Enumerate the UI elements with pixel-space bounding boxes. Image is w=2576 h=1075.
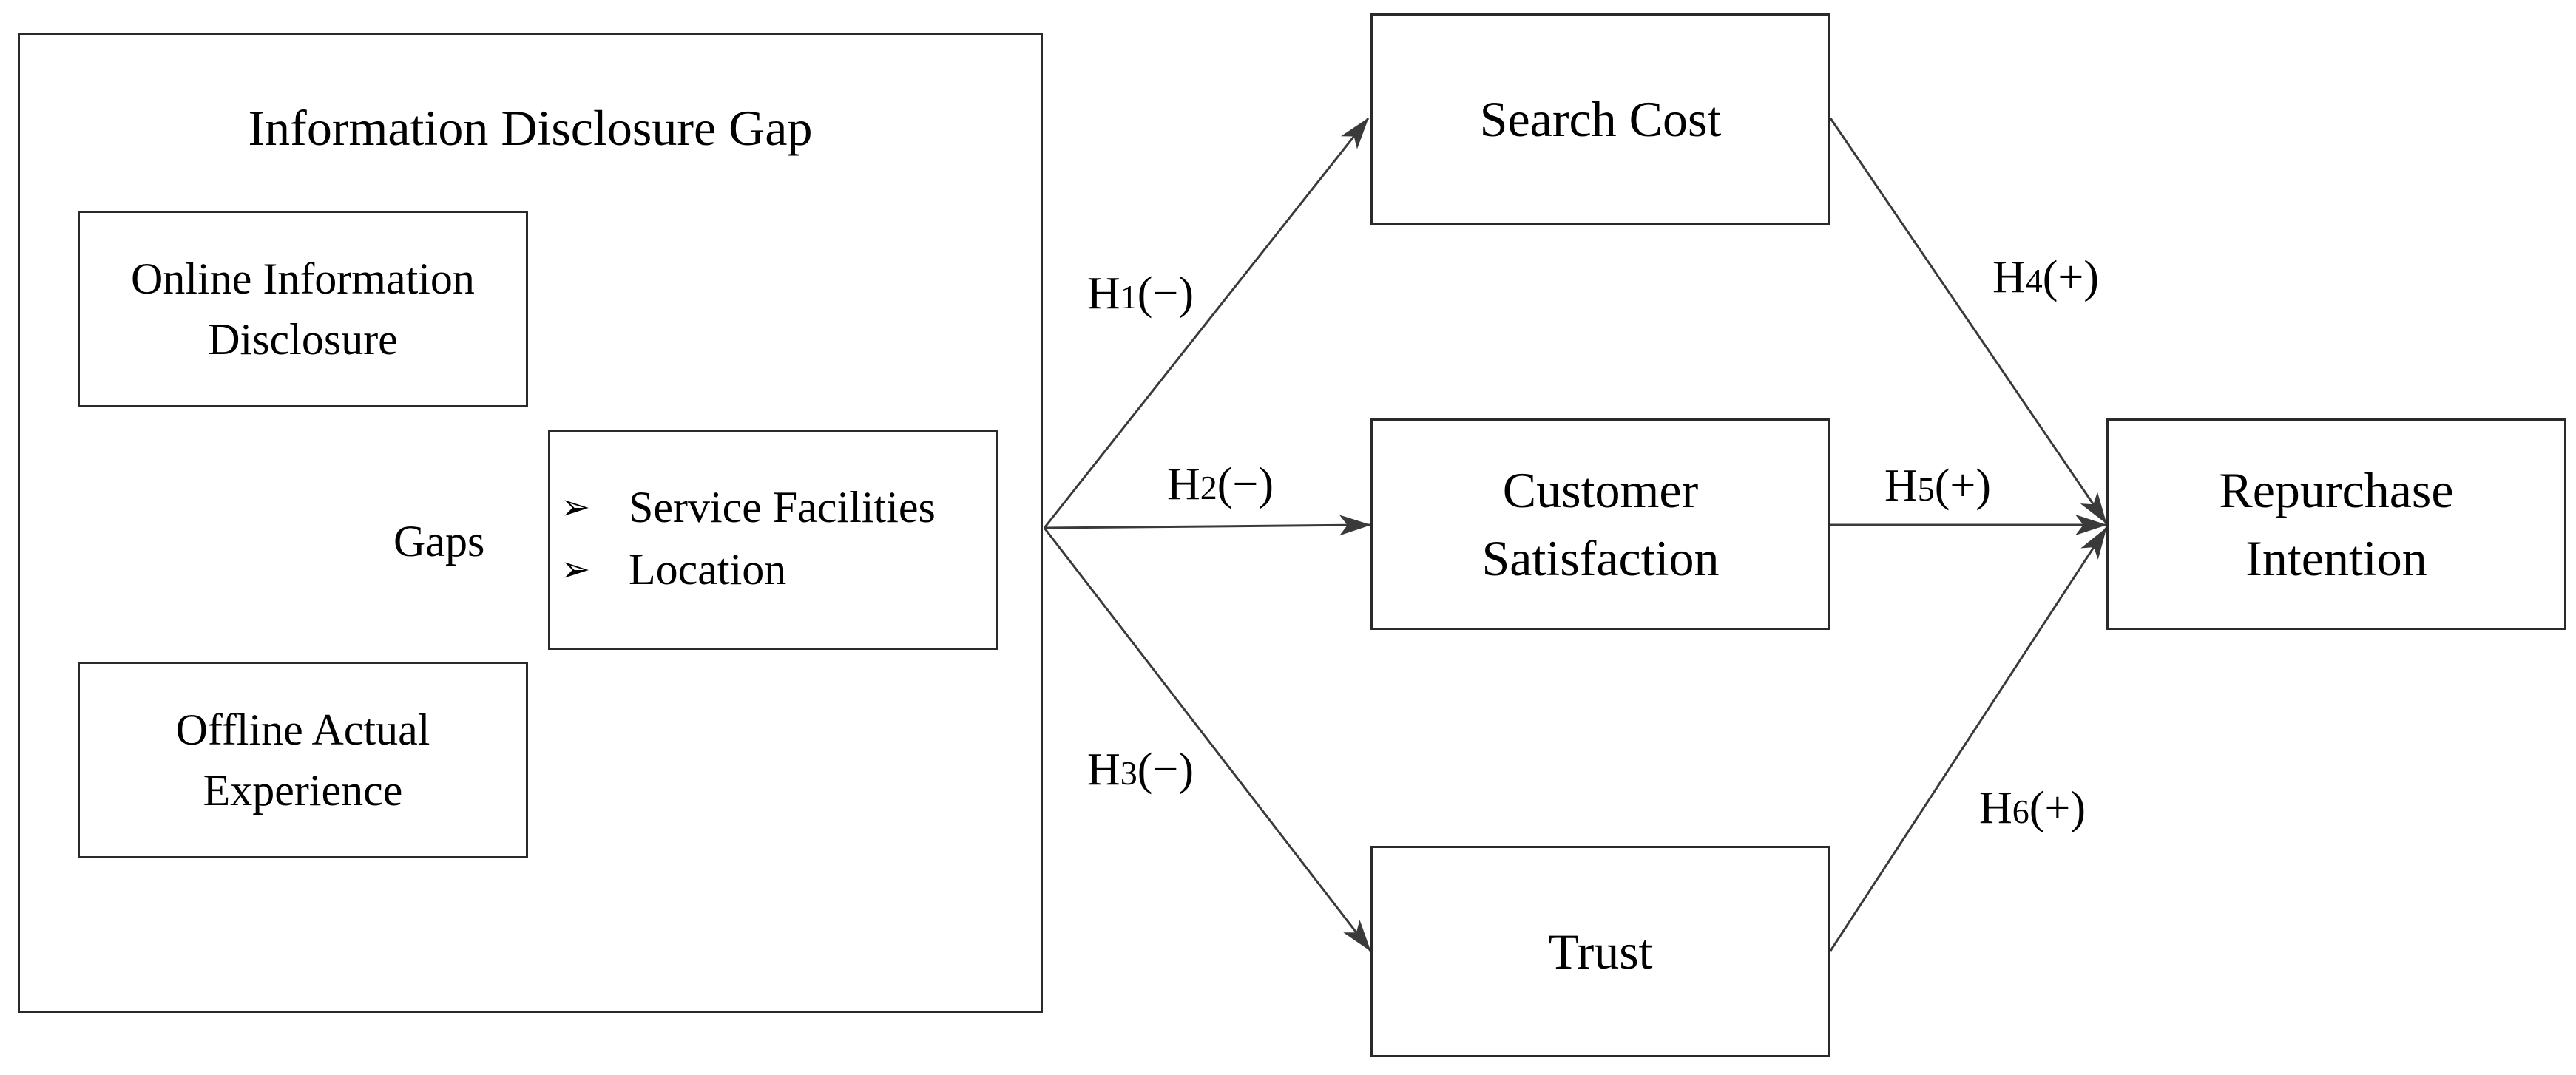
hypothesis-number: 1 — [1120, 278, 1137, 316]
gap-item-location: ➢ Location — [561, 538, 936, 600]
arrow-h1 — [1043, 118, 1370, 529]
search-cost-box: Search Cost — [1370, 13, 1830, 225]
arrow-h6 — [1829, 527, 2108, 952]
information-disclosure-gap-group: Information Disclosure Gap Online Inform… — [18, 33, 1043, 1013]
hypothesis-letter: H — [1167, 459, 1200, 509]
gap-items-list: ➢ Service Facilities ➢ Location — [561, 476, 936, 600]
arrow-h2 — [1044, 515, 1372, 536]
gap-item-label: Location — [629, 545, 787, 594]
hypothesis-letter: H — [1884, 461, 1918, 511]
repurchase-intention-line1: Repurchase — [2219, 462, 2454, 518]
hypothesis-sign: (−) — [1137, 268, 1194, 319]
online-box-line1: Online Information — [131, 254, 475, 303]
hypothesis-sign: (+) — [1934, 461, 1992, 511]
gap-item-service-facilities: ➢ Service Facilities — [561, 476, 936, 538]
arrow-bullet-icon: ➢ — [561, 549, 591, 590]
hypothesis-label-h6: H6(+) — [1979, 782, 2086, 838]
hypothesis-letter: H — [1992, 252, 2026, 302]
hypothesis-label-h1: H1(−) — [1087, 268, 1194, 323]
hypothesis-letter: H — [1979, 783, 2012, 833]
hypothesis-number: 2 — [1200, 469, 1217, 506]
search-cost-label: Search Cost — [1479, 91, 1722, 147]
customer-satisfaction-line2: Satisfaction — [1481, 530, 1720, 586]
gaps-label: Gaps — [393, 517, 485, 566]
hypothesis-sign: (−) — [1137, 745, 1194, 795]
online-information-disclosure-box: Online Information Disclosure — [78, 211, 528, 407]
hypothesis-number: 4 — [2025, 262, 2043, 299]
hypothesis-label-h3: H3(−) — [1087, 744, 1194, 799]
hypothesis-sign: (+) — [2042, 252, 2100, 302]
trust-box: Trust — [1370, 846, 1830, 1057]
offline-box-line1: Offline Actual — [175, 705, 430, 754]
trust-label: Trust — [1548, 923, 1653, 980]
hypothesis-label-h5: H5(+) — [1884, 460, 1991, 515]
customer-satisfaction-line1: Customer — [1502, 462, 1699, 518]
hypothesis-number: 6 — [2012, 793, 2029, 830]
offline-actual-experience-box: Offline Actual Experience — [78, 662, 528, 858]
repurchase-intention-box: Repurchase Intention — [2106, 418, 2566, 630]
hypothesis-letter: H — [1087, 268, 1120, 319]
online-box-line2: Disclosure — [208, 315, 398, 364]
hypothesis-sign: (+) — [2029, 783, 2086, 833]
hypothesis-number: 3 — [1120, 754, 1137, 792]
group-title: Information Disclosure Gap — [248, 100, 813, 156]
hypothesis-label-h2: H2(−) — [1167, 458, 1274, 514]
arrow-bullet-icon: ➢ — [561, 486, 591, 528]
hypothesis-sign: (−) — [1217, 459, 1274, 509]
gap-items-box: ➢ Service Facilities ➢ Location — [548, 430, 998, 650]
offline-box-line2: Experience — [203, 766, 403, 815]
hypothesis-letter: H — [1087, 745, 1120, 795]
hypothesis-label-h4: H4(+) — [1992, 251, 2099, 307]
arrow-h4 — [1829, 118, 2108, 524]
hypothesis-number: 5 — [1917, 470, 1935, 508]
arrow-h3 — [1043, 527, 1372, 952]
customer-satisfaction-box: Customer Satisfaction — [1370, 418, 1830, 630]
repurchase-intention-line2: Intention — [2245, 530, 2427, 586]
gap-item-label: Service Facilities — [629, 483, 936, 532]
